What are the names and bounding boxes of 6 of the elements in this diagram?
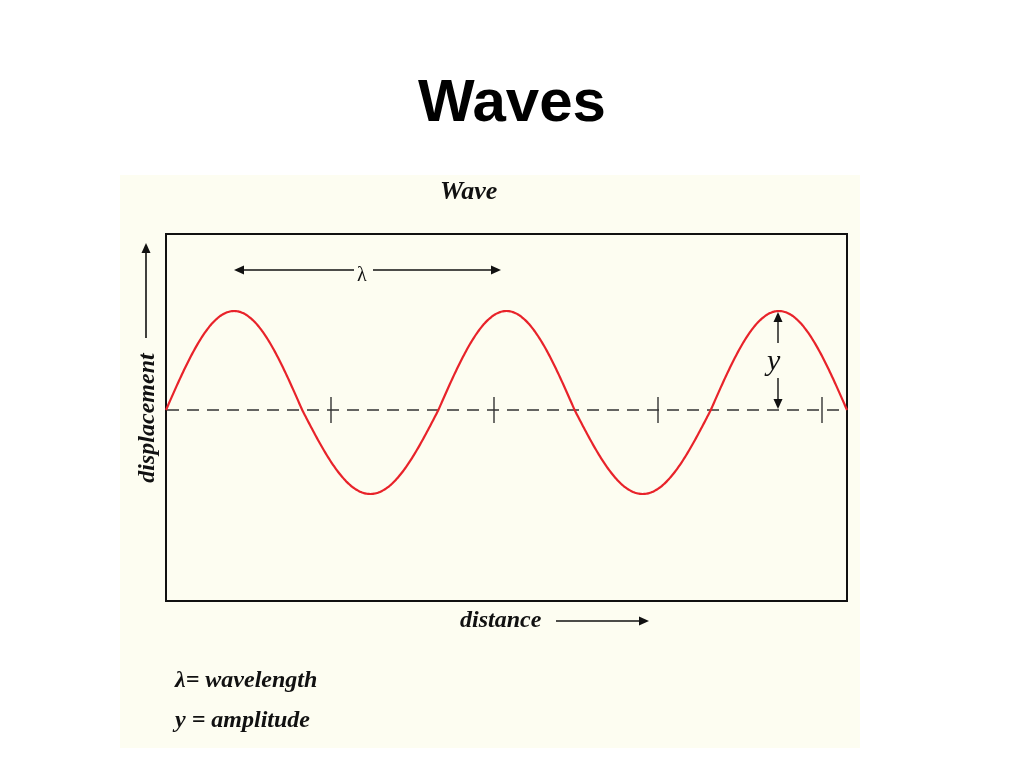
axis-label: displacement	[134, 353, 158, 483]
title: Waves	[418, 71, 606, 131]
figure-heading: Wave	[440, 178, 498, 204]
axis-label: distance	[460, 607, 542, 631]
dimension-label: λ	[357, 264, 367, 284]
key-text: λ= wavelength	[175, 667, 318, 691]
